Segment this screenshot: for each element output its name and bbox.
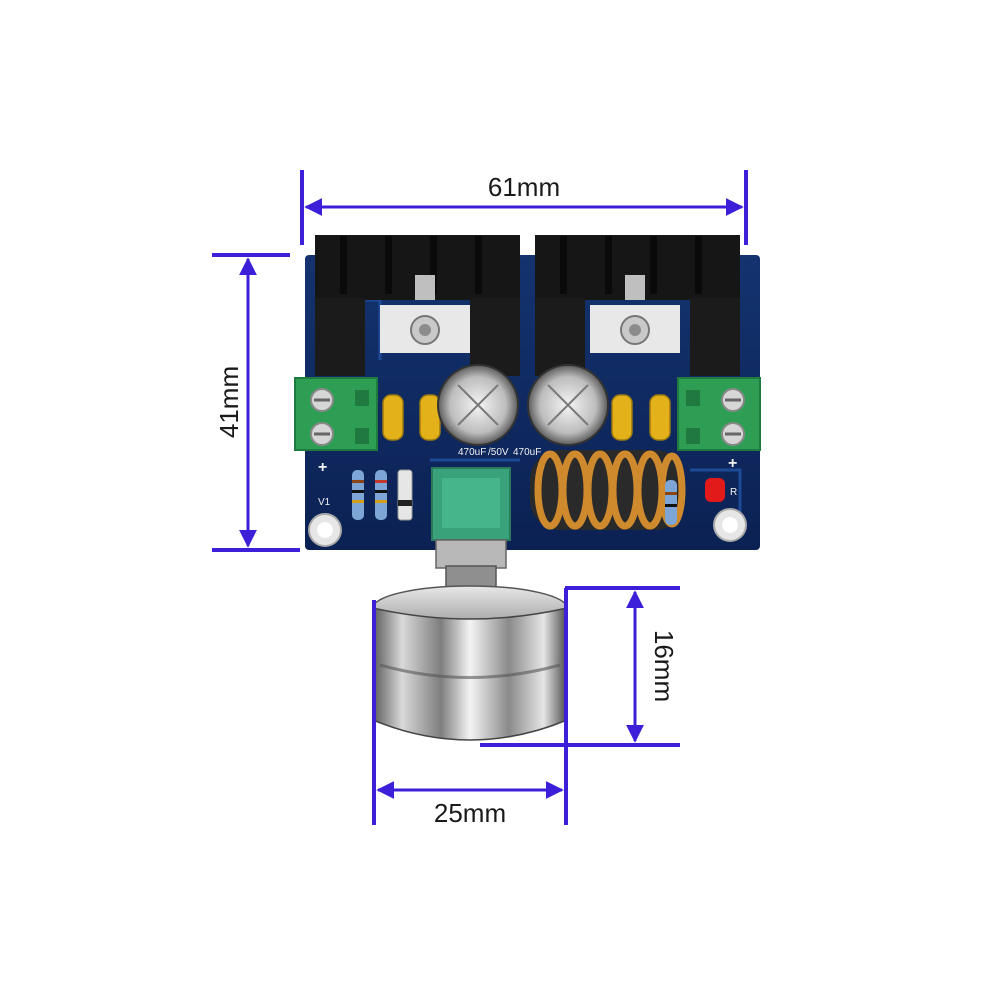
output-plus-label: + bbox=[728, 455, 737, 472]
tantalum-capacitors bbox=[382, 394, 671, 441]
power-led bbox=[705, 478, 725, 502]
knob-height-label: 16mm bbox=[649, 630, 679, 702]
height-label: 41mm bbox=[214, 366, 244, 438]
mounting-holes bbox=[308, 508, 747, 547]
toroid-inductor bbox=[530, 450, 686, 530]
electrolytic-capacitor-left bbox=[437, 364, 519, 446]
width-dimension: 61mm bbox=[300, 170, 748, 245]
output-terminal bbox=[677, 377, 761, 451]
knob-diameter-label: 25mm bbox=[434, 798, 506, 828]
heatsink-right bbox=[535, 235, 740, 376]
potentiometer-knob bbox=[372, 539, 568, 741]
height-dimension: 41mm bbox=[212, 253, 300, 552]
v1-label: V1 bbox=[318, 497, 331, 508]
knob-diameter-dimension: 25mm bbox=[372, 588, 568, 828]
input-plus-label: + bbox=[318, 459, 327, 476]
width-label: 61mm bbox=[488, 172, 560, 202]
cap-left-label: 470uF bbox=[458, 447, 486, 458]
potentiometer-body bbox=[431, 467, 511, 541]
cap-right-label: 470uF bbox=[513, 447, 541, 458]
heatsink-left bbox=[315, 235, 520, 376]
cap-rating-label: /50V bbox=[488, 447, 509, 458]
input-terminal bbox=[294, 377, 378, 451]
electrolytic-capacitor-right bbox=[527, 364, 609, 446]
knob-height-dimension: 16mm bbox=[480, 586, 680, 747]
resistors bbox=[352, 469, 677, 525]
r-label: R bbox=[730, 487, 737, 498]
